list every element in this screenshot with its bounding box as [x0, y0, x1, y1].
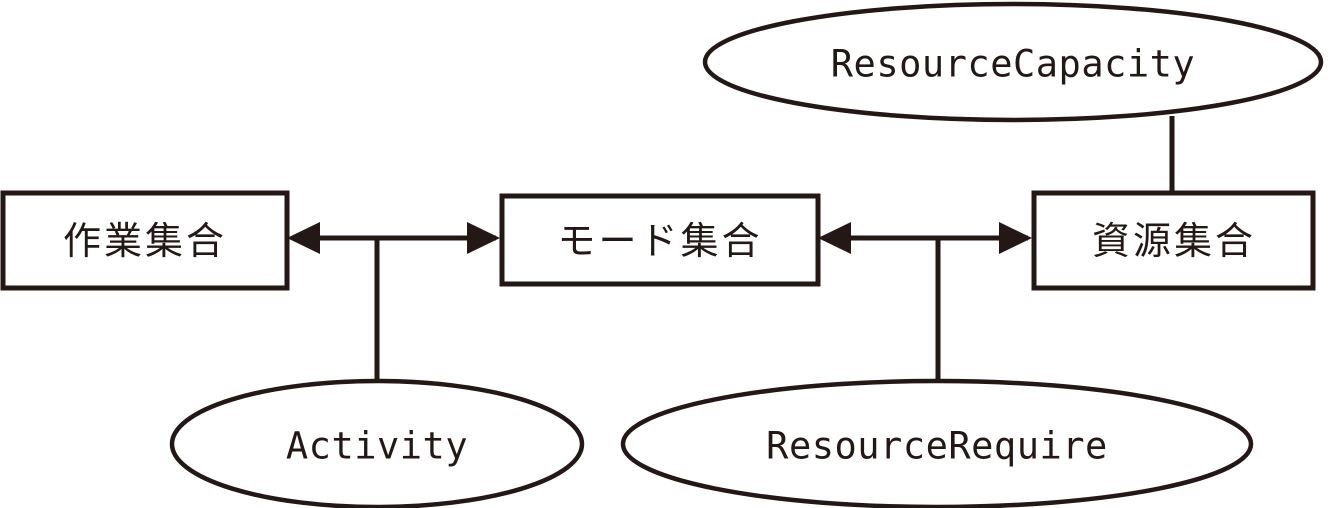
activity-label: Activity: [286, 425, 468, 468]
resource-capacity-ellipse-shape: [702, 1, 1324, 123]
resource-set-label: 資源集合: [1092, 219, 1256, 263]
activity-set-box-shape: [0, 190, 290, 291]
entity-mode-set[interactable]: モード集合: [499, 193, 821, 287]
relationship-resource-require[interactable]: ResourceRequire: [620, 378, 1254, 508]
resource-capacity-label: ResourceCapacity: [831, 43, 1195, 86]
relationship-resource-capacity[interactable]: ResourceCapacity: [702, 1, 1324, 123]
mode-set-label: モード集合: [557, 219, 762, 263]
relationship-activity[interactable]: Activity: [169, 378, 585, 508]
arrow-head-left-activityset: [287, 222, 320, 254]
resource-require-label: ResourceRequire: [766, 425, 1108, 468]
activity-ellipse-shape: [169, 378, 585, 508]
entity-resource-set[interactable]: 資源集合: [1031, 190, 1316, 291]
arrow-head-right-resourceset: [999, 222, 1032, 254]
mode-set-box-shape: [499, 193, 821, 287]
arrow-head-left-modeset: [818, 222, 851, 254]
activity-set-label: 作業集合: [63, 219, 227, 263]
entity-activity-set[interactable]: 作業集合: [0, 190, 290, 291]
resource-set-box-shape: [1031, 190, 1316, 291]
resource-require-ellipse-shape: [620, 378, 1254, 508]
arrow-head-right-modeset: [467, 222, 500, 254]
